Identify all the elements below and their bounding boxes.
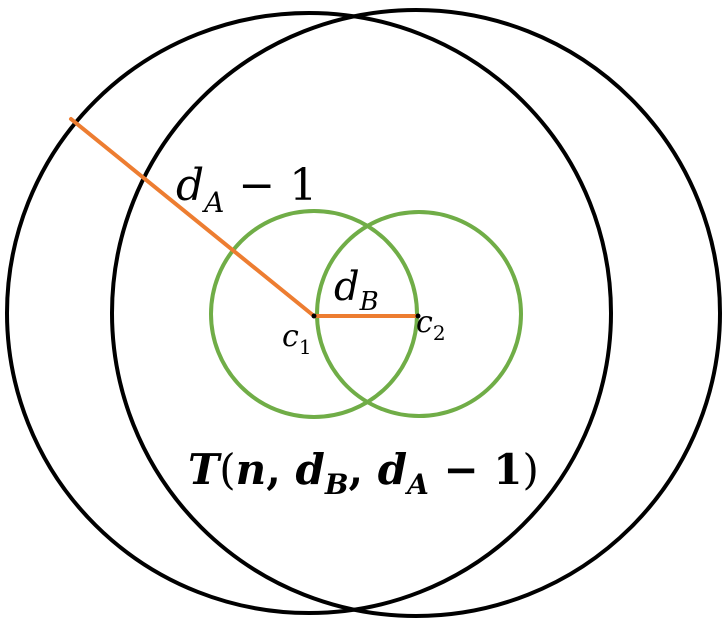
center-1-var: c xyxy=(282,319,299,354)
formula-label: T(n, dB, dA − 1) xyxy=(188,445,539,501)
formula-n: n xyxy=(236,445,267,494)
outer-circle-right xyxy=(110,8,722,618)
center-2-sub: 2 xyxy=(433,321,446,345)
radius-label-rest: − 1 xyxy=(224,160,317,211)
radius-segment xyxy=(69,117,316,318)
formula-minus: − xyxy=(429,445,493,494)
outer-circle-left xyxy=(5,11,613,615)
center-1-sub: 1 xyxy=(299,335,312,359)
center-distance-label: dB xyxy=(334,264,379,317)
center-distance-sub: B xyxy=(359,287,379,317)
center-2-var: c xyxy=(416,305,433,340)
formula-t: T xyxy=(188,445,222,494)
center-point-c2 xyxy=(415,313,421,319)
formula-d1: d xyxy=(295,445,324,494)
formula-open: ( xyxy=(219,445,235,494)
center-distance-var: d xyxy=(334,264,360,310)
radius-label: dA − 1 xyxy=(176,160,317,219)
center-point-c1 xyxy=(311,313,317,319)
formula-d1-sub: B xyxy=(324,468,349,501)
center-1-label: c1 xyxy=(282,319,312,359)
formula-d2-sub: A xyxy=(404,468,429,501)
center-2-label: c2 xyxy=(416,305,446,345)
formula-d2: d xyxy=(378,445,407,494)
formula-one: 1 xyxy=(493,445,522,494)
formula-close: ) xyxy=(523,445,539,494)
formula-comma-2: , xyxy=(349,445,378,494)
formula-comma-1: , xyxy=(266,445,295,494)
radius-label-var: d xyxy=(176,160,204,211)
radius-label-sub: A xyxy=(201,186,224,219)
